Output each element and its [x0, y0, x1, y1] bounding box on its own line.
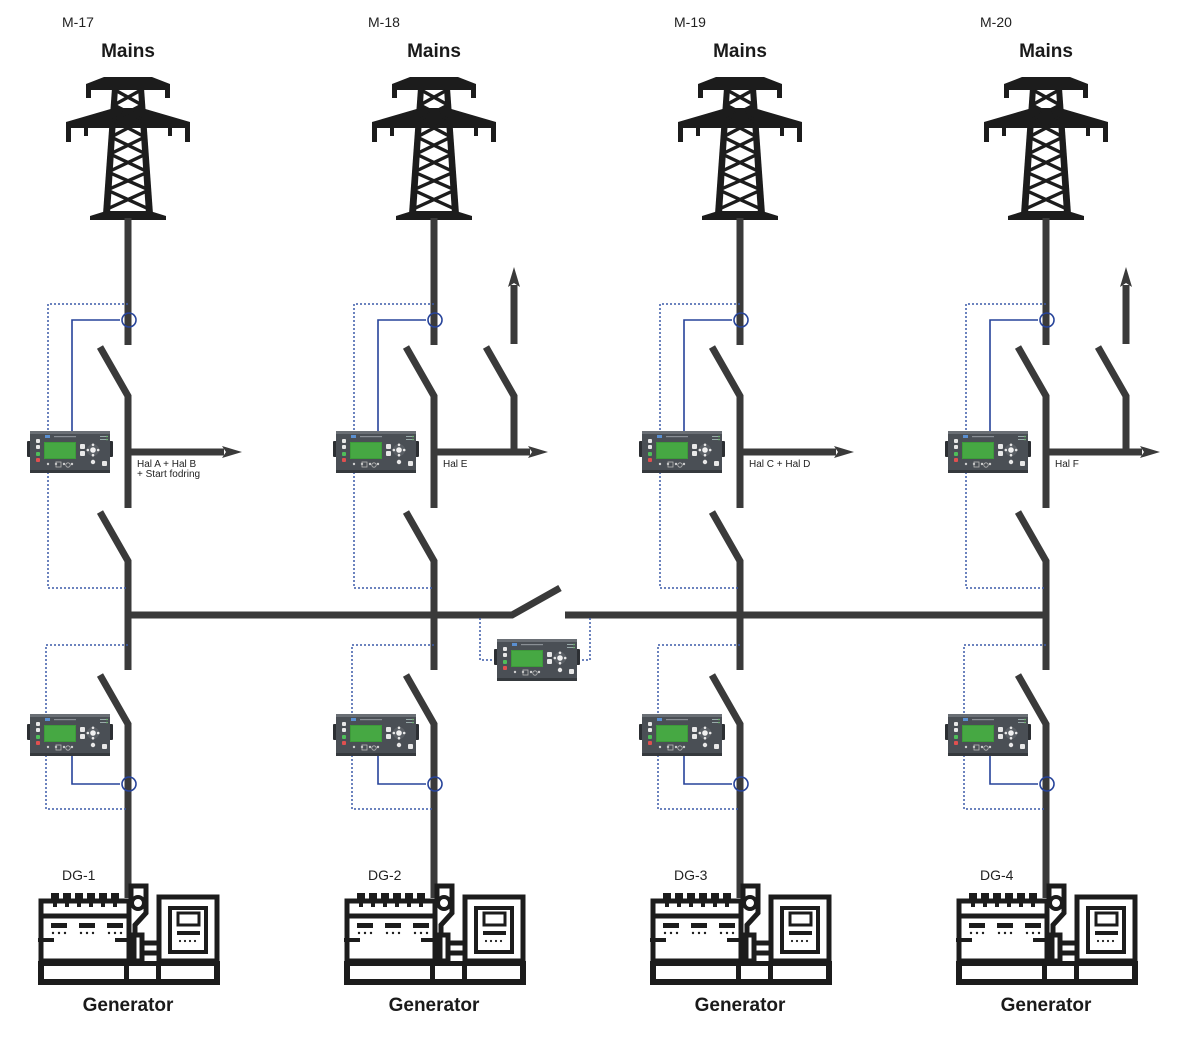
feeder-arrow-icon: [528, 446, 548, 458]
generator-title: Generator: [1001, 995, 1092, 1016]
mains-ct-wire: [377, 319, 426, 431]
generator-controller-unit[interactable]: [944, 713, 1032, 757]
feeder-arrow-icon: [222, 446, 242, 458]
extra-feeder-breaker[interactable]: [1094, 345, 1130, 452]
mains-ct-wire: [683, 319, 732, 431]
mains-id-label: M-17: [62, 14, 94, 30]
generator-ct-wire: [989, 756, 1038, 785]
transmission-tower-icon: [676, 75, 804, 222]
generator-breaker[interactable]: [1014, 673, 1050, 898]
generator-id-label: DG-2: [368, 867, 402, 883]
mains-current-transformer-icon: [427, 312, 443, 328]
feeder-arrow-icon: [1140, 446, 1160, 458]
bus-coupling-breaker[interactable]: [1014, 510, 1050, 670]
generator-current-transformer-icon: [733, 776, 749, 792]
extra-feeder-arrow-icon: [508, 267, 520, 287]
mains-id-label: M-18: [368, 14, 400, 30]
feeder-arrow-icon: [834, 446, 854, 458]
feeder-label: + Start fodring: [137, 469, 200, 480]
generator-title: Generator: [83, 995, 174, 1016]
bus-coupling-breaker[interactable]: [96, 510, 132, 670]
generator-breaker[interactable]: [402, 673, 438, 898]
bus-coupling-breaker[interactable]: [708, 510, 744, 670]
generator-title: Generator: [695, 995, 786, 1016]
mains-breaker[interactable]: [402, 345, 438, 508]
generator-set-icon: [650, 886, 832, 985]
mains-id-label: M-19: [674, 14, 706, 30]
mains-controller-unit[interactable]: [638, 430, 726, 474]
generator-ct-wire: [71, 756, 120, 785]
feeder-label: Hal F: [1055, 459, 1079, 470]
generator-controller-unit[interactable]: [638, 713, 726, 757]
mains-title: Mains: [407, 41, 461, 62]
generator-id-label: DG-4: [980, 867, 1014, 883]
mains-controller-unit[interactable]: [332, 430, 420, 474]
generator-current-transformer-icon: [427, 776, 443, 792]
mains-current-transformer-icon: [733, 312, 749, 328]
transmission-tower-icon: [370, 75, 498, 222]
mains-breaker[interactable]: [708, 345, 744, 508]
generator-current-transformer-icon: [121, 776, 137, 792]
generator-id-label: DG-3: [674, 867, 708, 883]
generator-set-icon: [956, 886, 1138, 985]
mains-ct-wire: [71, 319, 120, 431]
feeder-label: Hal A + Hal B: [137, 459, 197, 470]
mains-controller-unit[interactable]: [944, 430, 1032, 474]
generator-title: Generator: [389, 995, 480, 1016]
busbar-left-section: [128, 584, 562, 619]
transmission-tower-icon: [64, 75, 192, 222]
mains-breaker[interactable]: [96, 345, 132, 508]
feeder-label: Hal E: [443, 459, 468, 470]
generator-set-icon: [38, 886, 220, 985]
mains-controller-unit[interactable]: [26, 430, 114, 474]
extra-feeder-arrow-icon: [1120, 267, 1132, 287]
generator-controller-unit[interactable]: [332, 713, 420, 757]
mains-breaker[interactable]: [1014, 345, 1050, 508]
feeder-label: Hal C + Hal D: [749, 459, 810, 470]
main-busbar: [128, 584, 1046, 619]
mains-title: Mains: [101, 41, 155, 62]
mains-ct-wire: [989, 319, 1038, 431]
mains-id-label: M-20: [980, 14, 1012, 30]
bus-tie-signal-wire-right: [576, 618, 591, 661]
bus-tie-controller-group: [479, 618, 591, 682]
transmission-tower-icon: [982, 75, 1110, 222]
generator-breaker[interactable]: [96, 673, 132, 898]
generator-ct-wire: [683, 756, 732, 785]
generator-breaker[interactable]: [708, 673, 744, 898]
generator-id-label: DG-1: [62, 867, 96, 883]
mains-title: Mains: [1019, 41, 1073, 62]
mains-title: Mains: [713, 41, 767, 62]
bus-tie-signal-wire-left: [479, 618, 497, 661]
generator-ct-wire: [377, 756, 426, 785]
extra-feeder-breaker[interactable]: [482, 345, 518, 452]
mains-current-transformer-icon: [121, 312, 137, 328]
bus-tie-controller-unit[interactable]: [493, 638, 581, 682]
generator-current-transformer-icon: [1039, 776, 1055, 792]
generator-set-icon: [344, 886, 526, 985]
mains-current-transformer-icon: [1039, 312, 1055, 328]
generator-controller-unit[interactable]: [26, 713, 114, 757]
bus-coupling-breaker[interactable]: [402, 510, 438, 670]
